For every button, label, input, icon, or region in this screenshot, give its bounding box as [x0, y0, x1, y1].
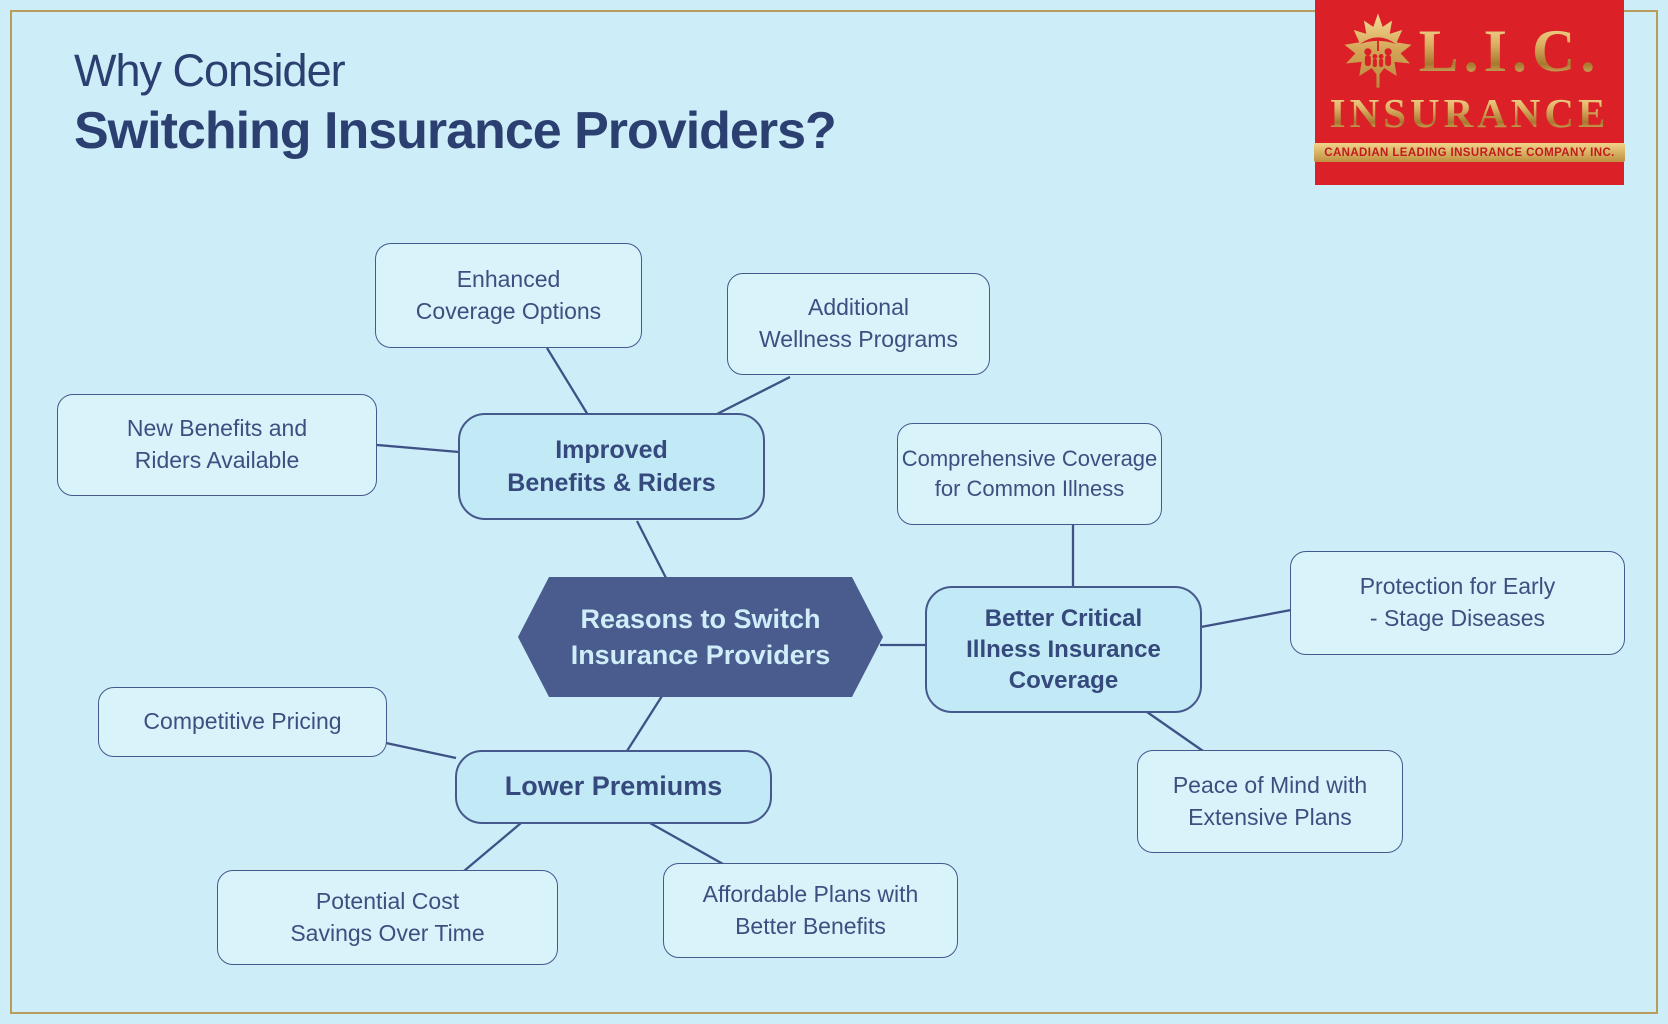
connector-better-to-peace — [1146, 711, 1204, 752]
leaf-node-additional-wellness-programs: Additional Wellness Programs — [727, 273, 990, 375]
leaf-protection-line-2: - Stage Diseases — [1369, 605, 1546, 631]
title-line-2: Switching Insurance Providers? — [74, 102, 837, 160]
company-logo: L.I.C. INSURANCE CANADIAN LEADING INSURA… — [1314, 0, 1625, 185]
branch-improved-line-1: Improved — [555, 436, 668, 464]
connector-newbenefits-to-improved — [376, 443, 460, 454]
connector-lower-to-affordable — [649, 821, 724, 866]
center-node-line-1: Reasons to Switch — [580, 603, 821, 634]
branch-node-improved-benefits-riders: Improved Benefits & Riders — [458, 413, 765, 520]
leaf-newbenefits-line-2: Riders Available — [134, 447, 300, 473]
leaf-potential-line-2: Savings Over Time — [290, 919, 485, 946]
branch-node-better-critical-illness: Better Critical Illness Insurance Covera… — [925, 586, 1202, 713]
logo-tagline: CANADIAN LEADING INSURANCE COMPANY INC. — [1314, 143, 1625, 162]
leaf-protection-line-1: Protection for Early — [1359, 573, 1556, 600]
leaf-peace-line-1: Peace of Mind with — [1172, 771, 1368, 798]
leaf-comprehensive-line-1: Comprehensive Coverage — [901, 445, 1158, 471]
leaf-node-potential-cost-savings: Potential Cost Savings Over Time — [217, 870, 558, 965]
connector-lower-to-potential — [463, 822, 522, 872]
center-node-line-2: Insurance Providers — [570, 640, 831, 670]
leaf-affordable-line-1: Affordable Plans with — [702, 880, 919, 907]
leaf-affordable-line-2: Better Benefits — [735, 912, 886, 939]
connector-competitive-to-lower — [385, 741, 457, 760]
leaf-potential-line-1: Potential Cost — [315, 887, 460, 914]
leaf-wellness-line-2: Wellness Programs — [759, 326, 958, 352]
leaf-node-peace-of-mind-extensive-plans: Peace of Mind with Extensive Plans — [1137, 750, 1403, 853]
branch-better-line-2: Illness Insurance — [966, 635, 1161, 663]
leaf-node-new-benefits-riders-available: New Benefits and Riders Available — [57, 394, 377, 496]
leaf-node-comprehensive-coverage-common-illness: Comprehensive Coverage for Common Illnes… — [897, 423, 1162, 525]
page-title: Why Consider Switching Insurance Provide… — [74, 44, 837, 162]
connector-improved-to-center — [635, 520, 668, 579]
connector-enhanced-to-improved — [546, 347, 589, 416]
leaf-enhanced-line-2: Coverage Options — [415, 297, 602, 324]
leaf-competitive-line-1: Competitive Pricing — [143, 708, 342, 735]
leaf-peace-line-2: Extensive Plans — [1188, 803, 1352, 830]
leaf-wellness-line-1: Additional — [807, 294, 910, 321]
logo-acronym: L.I.C. — [1418, 18, 1601, 84]
leaf-node-enhanced-coverage-options: Enhanced Coverage Options — [375, 243, 642, 348]
leaf-newbenefits-line-1: New Benefits and — [126, 415, 308, 442]
center-node-reasons-to-switch: Reasons to Switch Insurance Providers — [518, 577, 883, 697]
logo-name: INSURANCE — [1329, 90, 1610, 136]
connector-center-to-lower — [626, 695, 663, 752]
branch-lower-line-1: Lower Premiums — [504, 771, 723, 802]
logo-top-row: L.I.C. — [1339, 12, 1601, 90]
maple-leaf-family-icon — [1339, 12, 1417, 90]
title-line-1: Why Consider — [74, 45, 346, 96]
leaf-node-protection-early-stage-diseases: Protection for Early - Stage Diseases — [1290, 551, 1625, 655]
branch-node-lower-premiums: Lower Premiums — [455, 750, 772, 824]
connector-better-to-protection — [1200, 608, 1292, 629]
branch-better-line-1: Better Critical — [984, 604, 1143, 632]
leaf-enhanced-line-1: Enhanced — [456, 265, 561, 292]
branch-improved-line-2: Benefits & Riders — [507, 468, 716, 497]
leaf-comprehensive-line-2: for Common Illness — [934, 476, 1125, 501]
leaf-node-affordable-plans-better-benefits: Affordable Plans with Better Benefits — [663, 863, 958, 958]
branch-better-line-3: Coverage — [1008, 667, 1119, 695]
connector-wellness-to-improved — [714, 375, 791, 417]
leaf-node-competitive-pricing: Competitive Pricing — [98, 687, 387, 757]
